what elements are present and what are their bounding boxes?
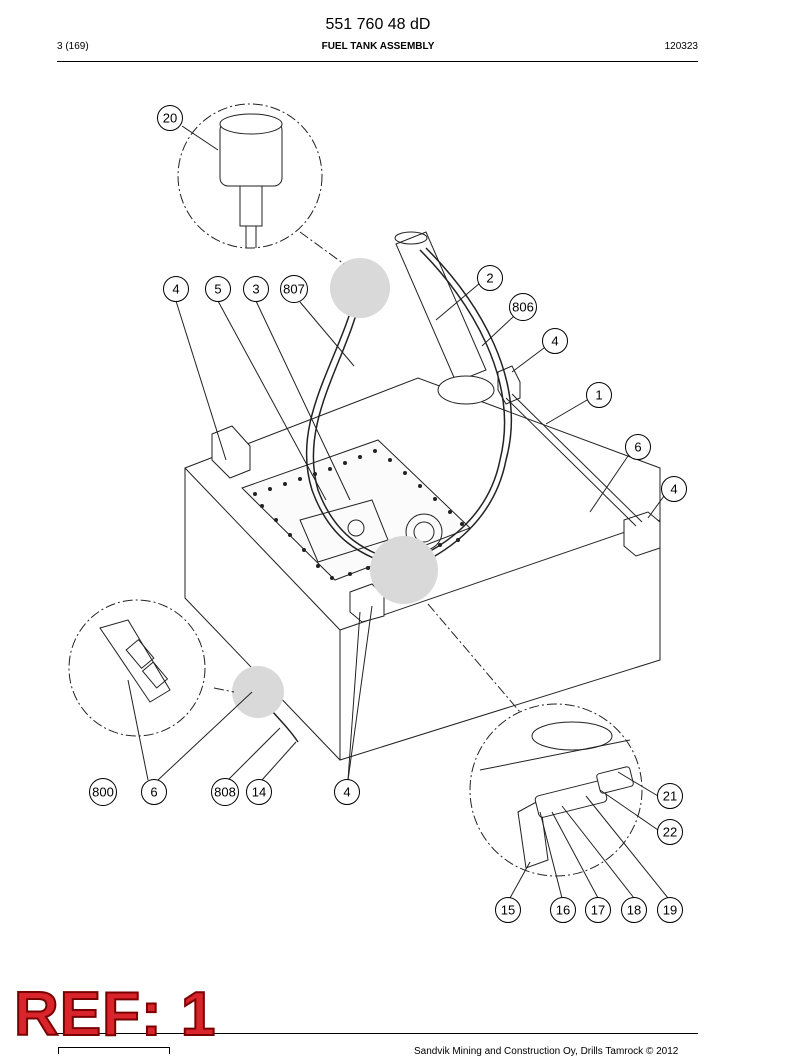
callout-808: 808 (211, 778, 239, 806)
svg-text:5: 5 (214, 281, 221, 296)
svg-text:4: 4 (343, 784, 350, 799)
svg-text:14: 14 (252, 784, 266, 799)
page-title: FUEL TANK ASSEMBLY (321, 41, 435, 52)
ref-stamp: REF: 1 (13, 980, 217, 1049)
callout-15: 15 (495, 897, 521, 923)
svg-text:3: 3 (252, 281, 259, 296)
svg-text:17: 17 (591, 902, 605, 917)
svg-text:22: 22 (663, 824, 677, 839)
svg-text:20: 20 (163, 110, 177, 125)
svg-text:807: 807 (283, 281, 305, 296)
callout-19: 19 (657, 897, 683, 923)
leader-lines (127, 125, 669, 899)
callout-20: 20 (157, 105, 183, 131)
svg-text:19: 19 (663, 902, 677, 917)
callout-16: 16 (550, 897, 576, 923)
fitting-detail-left (99, 619, 171, 703)
callout-4: 4 (661, 476, 687, 502)
svg-text:808: 808 (214, 784, 236, 799)
callout-807: 807 (280, 275, 308, 303)
header-rule (57, 61, 698, 62)
callout-22: 22 (657, 819, 683, 845)
callout-21: 21 (657, 783, 683, 809)
svg-text:16: 16 (556, 902, 570, 917)
svg-text:806: 806 (512, 299, 534, 314)
callout-14: 14 (246, 779, 272, 805)
callout-18: 18 (621, 897, 647, 923)
page-number: 3 (169) (57, 41, 89, 52)
svg-text:4: 4 (551, 333, 558, 348)
document-number: 551 760 48 dD (325, 16, 431, 33)
svg-text:2: 2 (486, 270, 493, 285)
callout-4: 4 (542, 328, 568, 354)
filter-detail (219, 113, 283, 248)
sandvik-logo (58, 1047, 170, 1054)
footer-rule (57, 1033, 698, 1034)
svg-text:6: 6 (150, 784, 157, 799)
callout-6: 6 (625, 434, 651, 460)
callout-2: 2 (477, 265, 503, 291)
date-code: 120323 (664, 41, 698, 52)
callout-1: 1 (586, 382, 612, 408)
svg-text:18: 18 (627, 902, 641, 917)
footer-copyright: Sandvik Mining and Construction Oy, Dril… (414, 1046, 679, 1057)
fitting-detail-right (479, 721, 634, 869)
svg-text:1: 1 (595, 387, 602, 402)
callout-5: 5 (205, 276, 231, 302)
callout-3: 3 (243, 276, 269, 302)
svg-text:4: 4 (172, 281, 179, 296)
callout-4: 4 (334, 779, 360, 805)
callout-4: 4 (163, 276, 189, 302)
svg-text:21: 21 (663, 788, 677, 803)
callout-17: 17 (585, 897, 611, 923)
callout-800: 800 (89, 778, 117, 806)
filler-neck (394, 231, 495, 405)
svg-text:4: 4 (670, 481, 677, 496)
svg-text:15: 15 (501, 902, 515, 917)
svg-text:6: 6 (634, 439, 641, 454)
callout-6: 6 (141, 779, 167, 805)
callout-806: 806 (509, 293, 537, 321)
svg-text:800: 800 (92, 784, 114, 799)
